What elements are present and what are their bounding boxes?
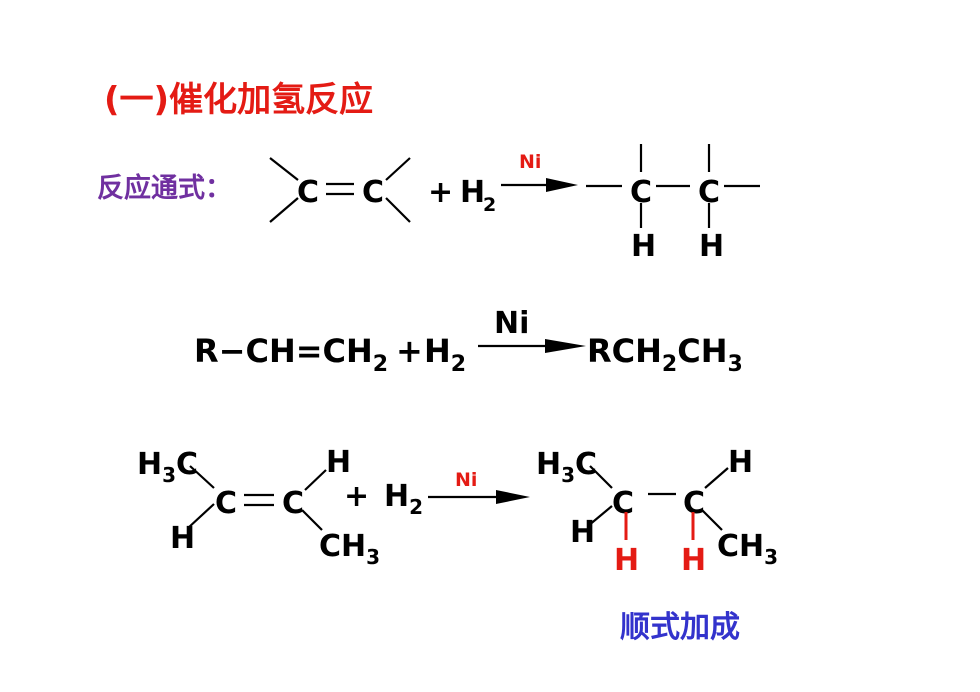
product-h-left: H	[570, 515, 595, 550]
product-bond-c1-to-h	[587, 505, 613, 527]
added-h-1: H	[614, 543, 639, 578]
cis-butene-equation: H3C C H C H CH3 + H2 Ni H3C	[137, 445, 778, 578]
reaction-arrow-head-3	[496, 490, 530, 504]
alkene-bond-upper-left	[269, 157, 299, 181]
alkyl-alkene-equation: R−CH=CH2 + H2 Ni RCH2CH3	[194, 306, 743, 377]
reactant-formula: R−CH=CH2	[194, 332, 388, 377]
general-equation: C C + H 2 Ni C H C H	[269, 144, 760, 264]
product-carbon-1-b: C	[612, 486, 634, 521]
alkene-carbon-2: C	[362, 175, 384, 210]
product-carbon-2: C	[698, 175, 720, 210]
bond-c2-to-h	[304, 469, 327, 491]
alkene-bond-upper-right	[385, 157, 411, 181]
hydrogen-reagent-3: H2	[384, 479, 423, 519]
reactant-carbon-1: C	[215, 486, 237, 521]
product-bond-methyl-to-c1	[589, 465, 613, 489]
alkene-bond-lower-right	[385, 197, 411, 223]
alkene-bond-lower-left	[269, 197, 299, 223]
reactant-methyl-right: CH3	[319, 529, 380, 569]
product-h-2: H	[699, 229, 724, 264]
reactant-h-right: H	[326, 445, 351, 480]
catalyst-label: Ni	[519, 151, 541, 173]
product-carbon-1: C	[630, 175, 652, 210]
catalyst-label-2: Ni	[494, 306, 529, 341]
reactant-methyl-left: H3C	[137, 447, 198, 487]
catalyst-label-3: Ni	[455, 469, 477, 491]
bond-methyl-to-c1	[189, 465, 215, 489]
hydrogen-subscript: 2	[483, 194, 496, 216]
reaction-arrow-head-2	[545, 339, 586, 353]
product-formula: RCH2CH3	[587, 332, 743, 377]
product-h-1: H	[631, 229, 656, 264]
bond-c2-to-methyl	[301, 509, 323, 531]
slide-title: (一)催化加氢反应	[104, 80, 374, 120]
product-methyl-right: CH3	[717, 529, 778, 569]
product-bond-c2-to-methyl	[701, 509, 723, 531]
product-bond-c2-to-h	[704, 467, 729, 489]
plus-sign-2: +	[396, 332, 423, 370]
hydrogen-reagent-2: H2	[424, 332, 466, 377]
plus-sign: +	[428, 175, 453, 210]
reactant-h-left: H	[170, 521, 195, 556]
general-equation-label: 反应通式：	[97, 173, 232, 204]
product-carbon-2-b: C	[683, 486, 705, 521]
alkene-carbon-1: C	[297, 175, 319, 210]
product-methyl-left: H3C	[536, 447, 597, 487]
bond-c1-to-h	[187, 503, 215, 529]
plus-sign-3: +	[344, 479, 369, 514]
cis-addition-caption: 顺式加成	[620, 610, 740, 645]
reaction-arrow-head	[546, 178, 578, 192]
product-h-right: H	[728, 445, 753, 480]
hydrogen-reagent: H	[460, 175, 485, 210]
added-h-2: H	[681, 543, 706, 578]
reactant-carbon-2: C	[282, 486, 304, 521]
